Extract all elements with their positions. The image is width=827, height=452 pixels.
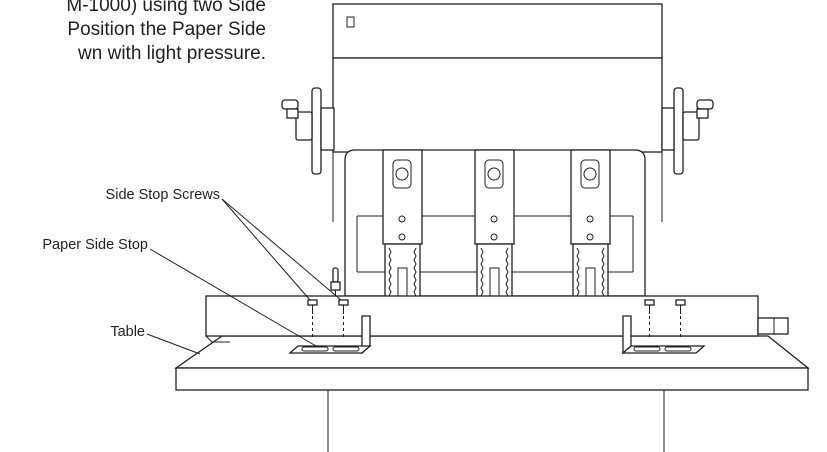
drill-head-right	[567, 149, 614, 321]
instruction-line-2: Position the Paper Side	[67, 19, 266, 40]
table-top	[173, 335, 810, 391]
paper-side-stop-label: Paper Side Stop	[42, 237, 148, 253]
instruction-line-3: wn with light pressure.	[78, 43, 266, 64]
machine-head	[332, 3, 663, 222]
instruction-text: M-1000) using two Side Position the Pape…	[0, 0, 266, 66]
right-paper-side-stop	[621, 315, 706, 355]
table-legs	[327, 390, 665, 452]
leader-lines	[146, 198, 342, 355]
side-stop-screws-label: Side Stop Screws	[106, 187, 220, 203]
table-label: Table	[110, 324, 145, 340]
left-handwheel	[281, 87, 335, 175]
left-side-stop-screws	[307, 299, 349, 340]
right-handwheel	[661, 87, 714, 175]
left-paper-side-stop	[288, 315, 372, 355]
drill-head-left	[379, 149, 426, 321]
instruction-line-1: M-1000) using two Side	[66, 0, 266, 16]
back-fence	[205, 295, 789, 343]
lock-knob	[330, 267, 341, 296]
drill-head-center	[471, 149, 518, 321]
right-side-stop-screws	[644, 299, 686, 340]
